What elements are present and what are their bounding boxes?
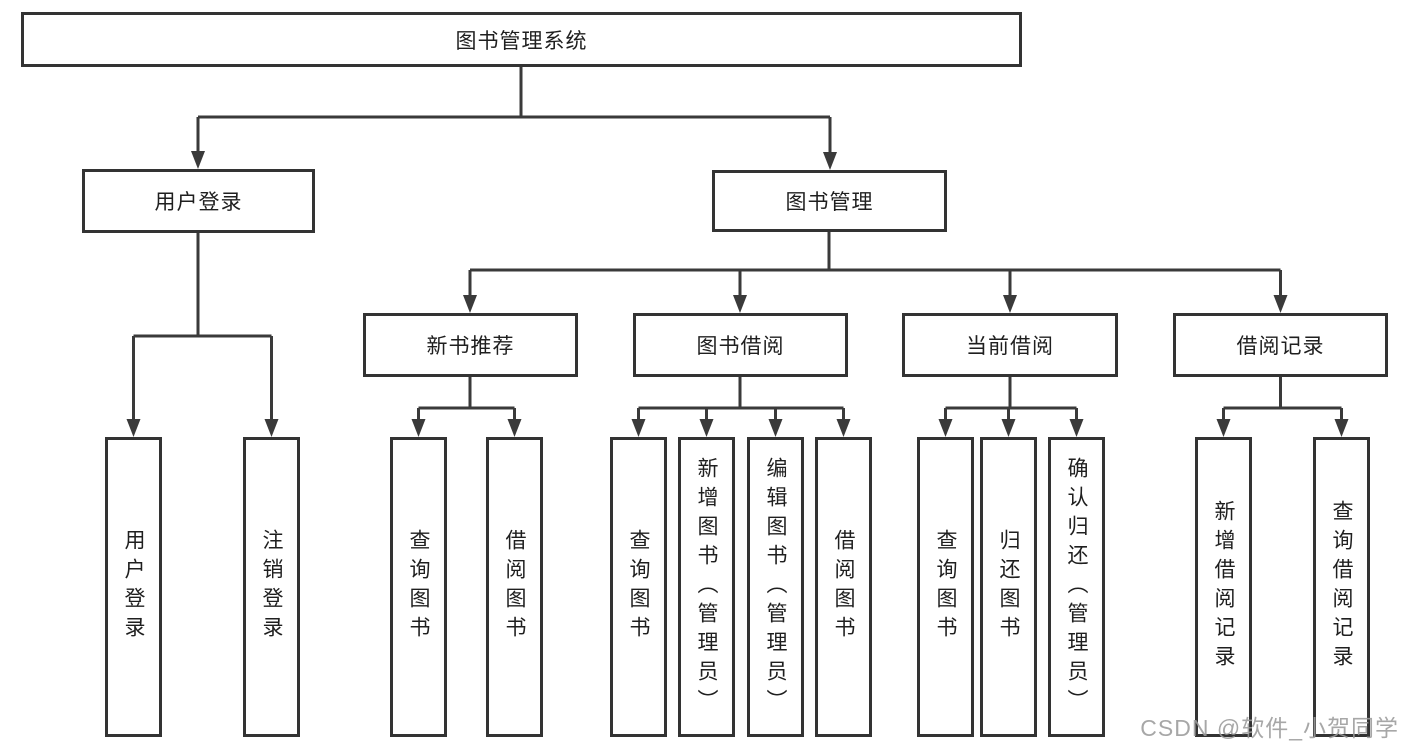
leaf-label: 编辑图书（管理员） (764, 456, 787, 718)
node-label: 图书管理系统 (455, 29, 588, 53)
node-book-management: 图书管理 (712, 170, 947, 232)
leaf-query-books-recommend: 查询图书 (390, 437, 447, 737)
arrow-down-icon (938, 419, 953, 437)
node-user-login: 用户登录 (82, 169, 315, 233)
leaf-add-borrow-record: 新增借阅记录 (1195, 437, 1252, 737)
leaf-label: 借阅图书 (832, 529, 855, 645)
node-label: 当前借阅 (966, 335, 1054, 358)
leaf-label: 注销登录 (260, 529, 283, 645)
leaf-label: 归还图书 (997, 529, 1020, 645)
arrow-down-icon (836, 419, 851, 437)
node-label: 图书借阅 (696, 335, 785, 358)
arrow-down-icon (768, 419, 783, 437)
leaf-label: 查询图书 (627, 529, 650, 645)
csdn-watermark: CSDN @软件_小贺同学 (1140, 715, 1399, 741)
node-label: 用户登录 (154, 191, 243, 214)
arrow-down-icon (126, 419, 141, 437)
leaf-query-books-current: 查询图书 (917, 437, 974, 737)
leaf-label: 用户登录 (122, 529, 145, 645)
leaf-query-borrow-record: 查询借阅记录 (1313, 437, 1370, 737)
node-new-book-recommend: 新书推荐 (363, 313, 578, 377)
leaf-add-books-admin: 新增图书（管理员） (678, 437, 735, 737)
arrow-down-icon (1003, 295, 1017, 313)
leaf-borrow-books-recommend: 借阅图书 (486, 437, 543, 737)
arrow-down-icon (411, 419, 426, 437)
node-label: 新书推荐 (426, 335, 515, 358)
arrow-down-icon (191, 151, 205, 169)
leaf-return-books: 归还图书 (980, 437, 1037, 737)
leaf-label: 借阅图书 (503, 529, 526, 645)
leaf-label: 查询图书 (934, 529, 957, 645)
arrow-down-icon (1001, 419, 1016, 437)
arrow-down-icon (823, 152, 837, 170)
leaf-label: 确认归还（管理员） (1065, 456, 1088, 718)
leaf-label: 查询图书 (407, 529, 430, 645)
leaf-label: 新增借阅记录 (1212, 500, 1235, 674)
leaf-confirm-return-admin: 确认归还（管理员） (1048, 437, 1105, 737)
leaf-edit-books-admin: 编辑图书（管理员） (747, 437, 804, 737)
node-label: 图书管理 (785, 191, 874, 214)
arrow-down-icon (507, 419, 522, 437)
node-book-borrow: 图书借阅 (633, 313, 848, 377)
connector-strokes (132, 67, 1343, 421)
leaf-query-books-borrow: 查询图书 (610, 437, 667, 737)
arrow-down-icon (463, 295, 477, 313)
leaf-user-login: 用户登录 (105, 437, 162, 737)
arrow-down-icon (264, 419, 279, 437)
arrow-down-icon (631, 419, 646, 437)
arrow-down-icon (733, 295, 747, 313)
arrow-down-icon (699, 419, 714, 437)
arrow-down-icon (1069, 419, 1084, 437)
leaf-label: 查询借阅记录 (1330, 500, 1353, 674)
leaf-logout: 注销登录 (243, 437, 300, 737)
leaf-label: 新增图书（管理员） (695, 456, 718, 718)
arrowhead-icons (126, 151, 1349, 437)
node-label: 借阅记录 (1236, 335, 1325, 358)
arrow-down-icon (1334, 419, 1349, 437)
node-current-borrow: 当前借阅 (902, 313, 1118, 377)
node-root-system: 图书管理系统 (21, 12, 1022, 67)
arrow-down-icon (1216, 419, 1231, 437)
arrow-down-icon (1273, 295, 1288, 313)
node-borrow-record: 借阅记录 (1173, 313, 1388, 377)
leaf-borrow-books: 借阅图书 (815, 437, 872, 737)
